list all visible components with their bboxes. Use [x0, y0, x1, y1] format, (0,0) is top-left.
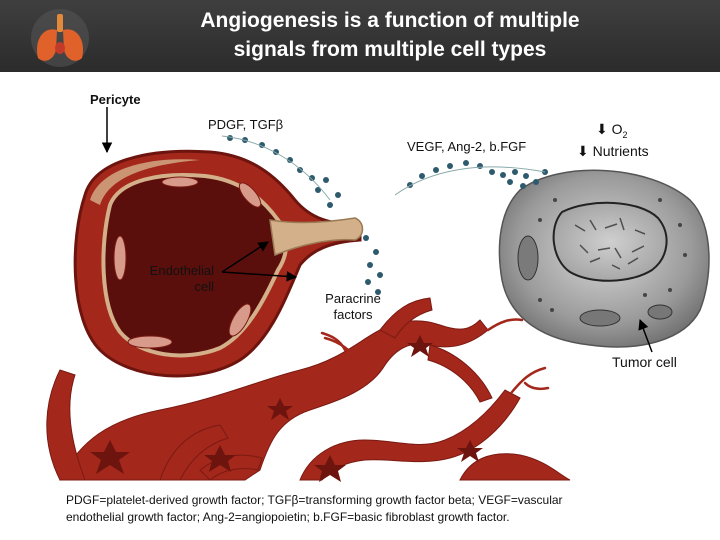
lungs-icon [31, 9, 89, 67]
capillary-cells [90, 335, 483, 482]
capillary-network [46, 297, 571, 481]
tumor-cell-label: Tumor cell [612, 354, 677, 370]
tumor-cell-shape [498, 169, 710, 348]
header-bar: Angiogenesis is a function of multiple s… [0, 0, 720, 72]
endothelial-cell-label: Endothelial cell [128, 263, 214, 295]
oxygen-label: ⬇ O2 [596, 121, 628, 143]
title-line-2: signals from multiple cell types [233, 38, 547, 61]
footnote-line-2: endothelial growth factor; Ang-2=angiopo… [66, 510, 510, 524]
endothelial-arrow-lower [221, 271, 298, 282]
sprout-branches [320, 318, 550, 394]
paracrine-line-1: Paracrine [325, 291, 381, 306]
paracrine-factors-label: Paracrine factors [320, 291, 386, 323]
endothelial-arrow-upper [221, 241, 269, 273]
tumor-cell-arrow [638, 319, 653, 353]
factor-dot-trails [221, 135, 546, 201]
factor-dots [227, 135, 548, 295]
page-title: Angiogenesis is a function of multiple s… [140, 6, 640, 64]
endothelial-line-1: Endothelial [149, 263, 214, 278]
paracrine-line-2: factors [333, 307, 373, 322]
vegf-label: VEGF, Ang-2, b.FGF [407, 139, 527, 154]
pericyte-label: Pericyte [90, 92, 141, 107]
title-line-1: Angiogenesis is a function of multiple [200, 9, 580, 32]
pdgf-tgfb-label: PDGF, TGFβ [208, 117, 284, 132]
oxygen-symbol: O [611, 121, 623, 137]
abbreviations-footnote: PDGF=platelet-derived growth factor; TGF… [66, 492, 686, 526]
vessel-cross-section [73, 149, 364, 378]
footnote-line-1: PDGF=platelet-derived growth factor; TGF… [66, 493, 563, 507]
endothelial-line-2: cell [194, 279, 214, 294]
oxygen-subscript: 2 [622, 129, 628, 140]
nutrients-label: ⬇ Nutrients [577, 143, 649, 159]
down-arrow-icon: ⬇ [596, 121, 608, 137]
